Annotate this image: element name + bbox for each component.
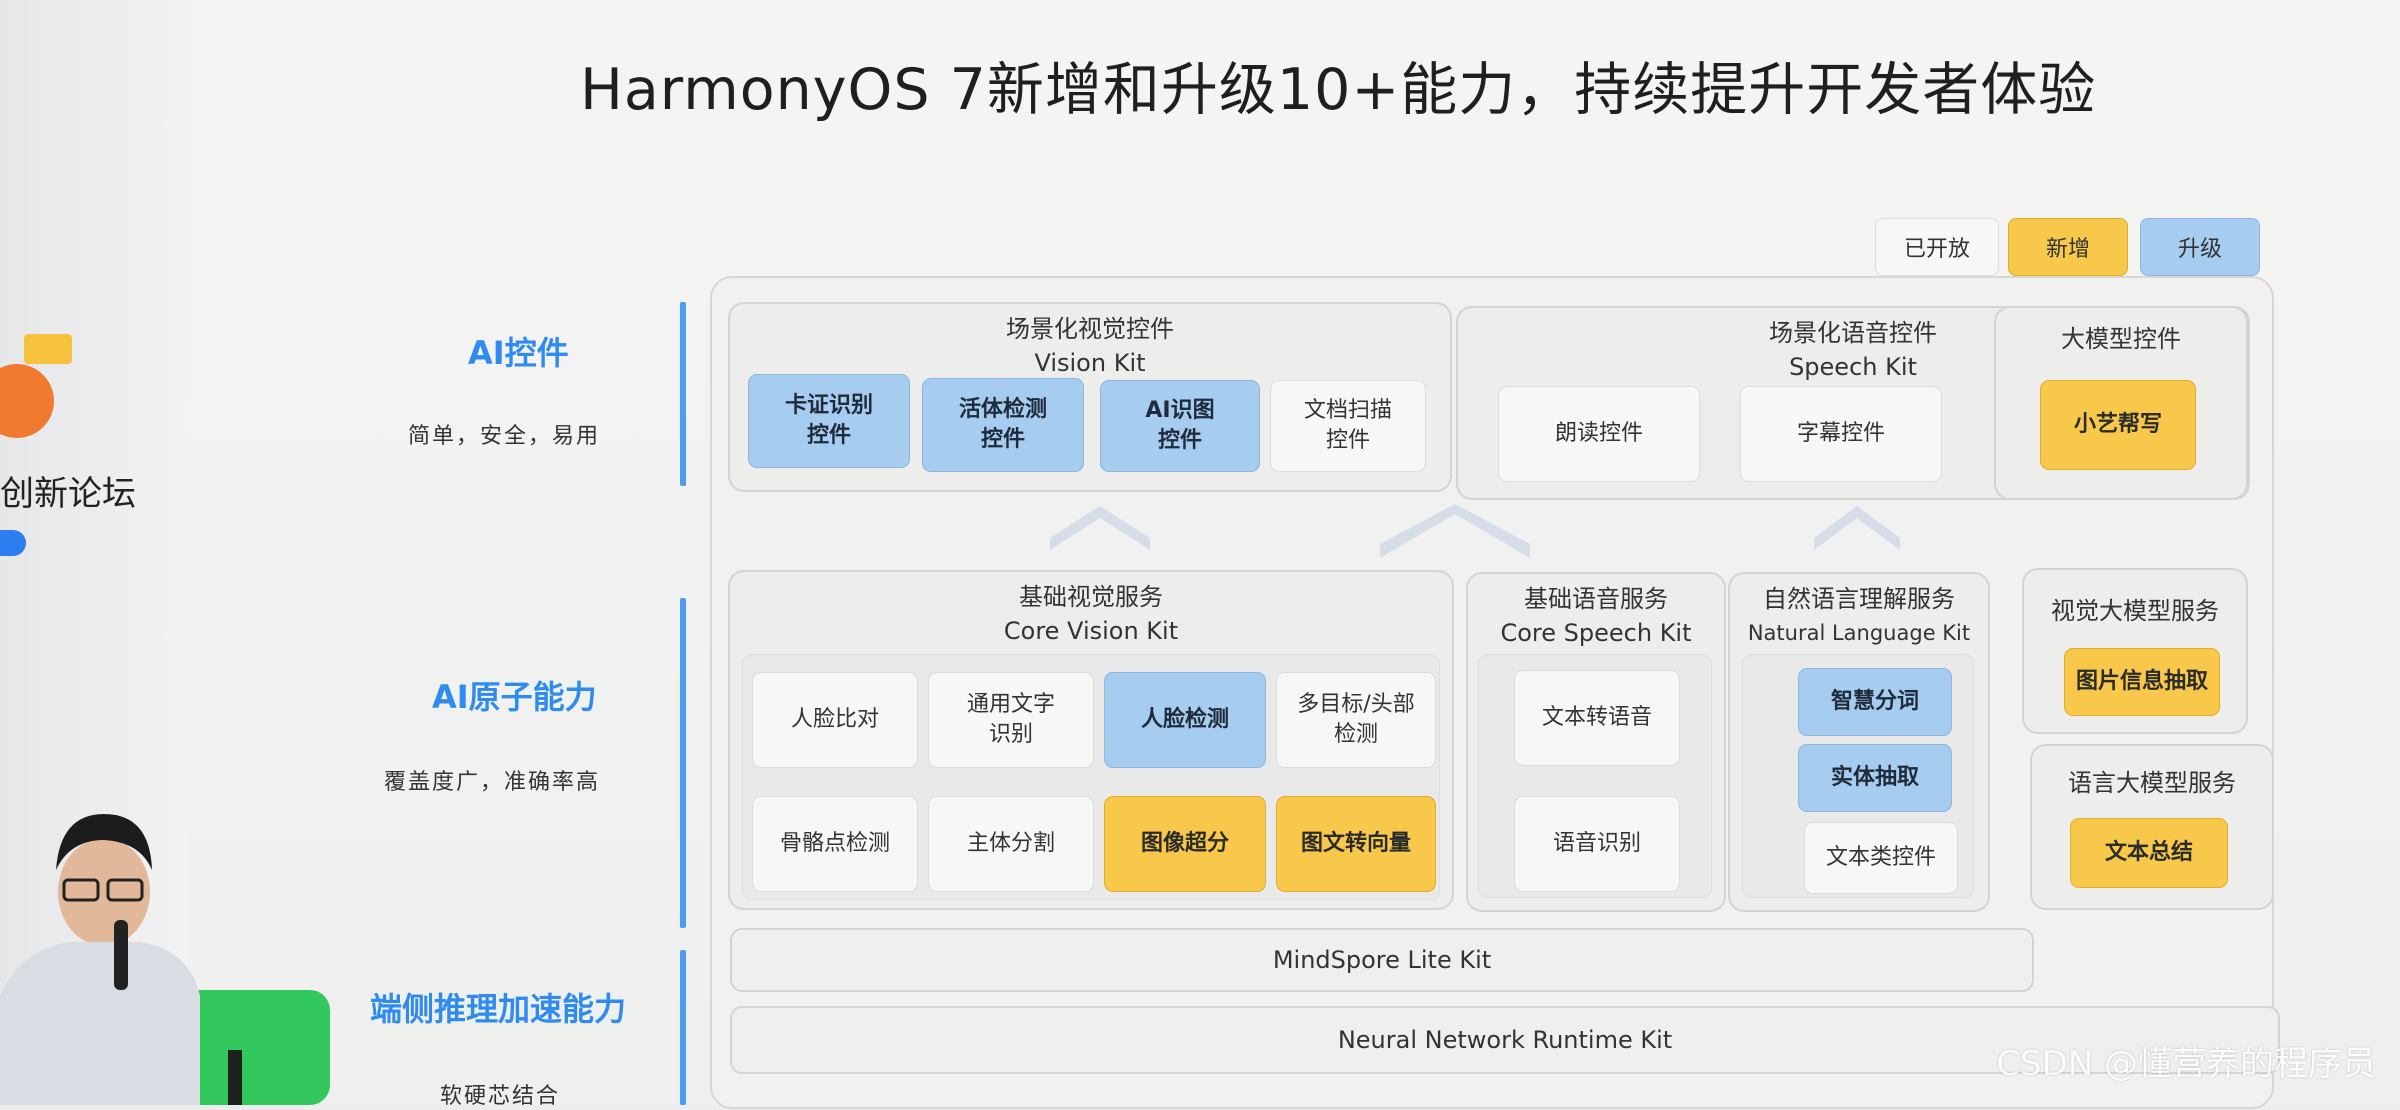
page-title: HarmonyOS 7新增和升级10+能力，持续提升开发者体验 (580, 57, 2097, 123)
chip-face-detection: 人脸检测 (1104, 672, 1266, 768)
chip-ai-image-recognition: AI识图 控件 (1100, 380, 1260, 472)
core-vision-subtitle: Core Vision Kit (1003, 617, 1179, 645)
chip-image-text-vector: 图文转向量 (1276, 796, 1436, 892)
label-inference: 端侧推理加速能力 (370, 990, 627, 1028)
chip-smart-segmentation: 智慧分词 (1798, 668, 1952, 736)
label-atomic: AI原子能力 (432, 678, 597, 716)
nl-kit-subtitle: Natural Language Kit (1747, 621, 1971, 645)
chip-speech-recognition: 语音识别 (1514, 796, 1680, 892)
vision-kit-subtitle: Vision Kit (1034, 349, 1146, 377)
mindspore-lite-kit: MindSpore Lite Kit (730, 928, 2034, 992)
chip-subtitle: 字幕控件 (1740, 386, 1942, 482)
label-ai-controls: AI控件 (468, 334, 569, 372)
chip-read-aloud: 朗读控件 (1498, 386, 1700, 482)
chip-liveness-detection: 活体检测 控件 (922, 378, 1084, 472)
chip-super-resolution: 图像超分 (1104, 796, 1266, 892)
up-arrow-icon (1380, 504, 1530, 558)
chip-text-to-speech: 文本转语音 (1514, 670, 1680, 766)
legend-upgrade: 升级 (2140, 218, 2260, 276)
watermark: CSDN @懂营养的程序员 (1996, 1044, 2376, 1084)
chip-entity-extraction: 实体抽取 (1798, 744, 1952, 812)
neural-network-runtime-kit: Neural Network Runtime Kit (730, 1006, 2280, 1074)
section-bar-ai-controls (680, 302, 686, 486)
chip-text-controls: 文本类控件 (1804, 822, 1958, 894)
blue-pill-icon (0, 530, 26, 556)
presenter-photo (0, 814, 330, 1105)
speech-kit-subtitle: Speech Kit (1789, 353, 1917, 381)
core-speech-title: 基础语音服务 (1524, 585, 1668, 613)
up-arrow-icon (1814, 506, 1900, 550)
language-llm-title: 语言大模型服务 (2068, 769, 2236, 797)
chip-skeleton-detection: 骨骼点检测 (752, 796, 918, 892)
mascot-icon (0, 364, 54, 438)
label-ai-controls-sub: 简单，安全，易用 (408, 424, 601, 449)
chip-card-recognition: 卡证识别 控件 (748, 374, 910, 468)
forum-label: 创新论坛 (0, 474, 136, 514)
legend-new: 新增 (2008, 218, 2128, 276)
legend-open: 已开放 (1875, 218, 1999, 276)
chip-general-ocr: 通用文字 识别 (928, 672, 1094, 768)
chip-text-summary: 文本总结 (2070, 818, 2228, 888)
label-atomic-sub: 覆盖度广，准确率高 (384, 770, 601, 795)
up-arrow-icon (1050, 506, 1150, 550)
chip-image-info-extraction: 图片信息抽取 (2064, 648, 2220, 716)
nl-kit-title: 自然语言理解服务 (1763, 585, 1955, 613)
chip-multi-object-detection: 多目标/头部 检测 (1276, 672, 1436, 768)
chat-icon (24, 334, 72, 364)
section-bar-inference (680, 950, 686, 1105)
vision-llm-title: 视觉大模型服务 (2051, 597, 2219, 625)
chip-document-scan: 文档扫描 控件 (1270, 380, 1426, 472)
llm-control-title: 大模型控件 (2061, 325, 2181, 353)
vision-kit-title: 场景化视觉控件 (1006, 315, 1174, 343)
chip-xiaoyi-writing: 小艺帮写 (2040, 380, 2196, 470)
section-bar-atomic (680, 598, 686, 928)
speech-kit-title: 场景化语音控件 (1769, 319, 1937, 347)
core-vision-title: 基础视觉服务 (1019, 583, 1163, 611)
chip-subject-segmentation: 主体分割 (928, 796, 1094, 892)
label-inference-sub: 软硬芯结合 (440, 1084, 561, 1109)
core-speech-subtitle: Core Speech Kit (1500, 619, 1692, 647)
chip-face-compare: 人脸比对 (752, 672, 918, 768)
